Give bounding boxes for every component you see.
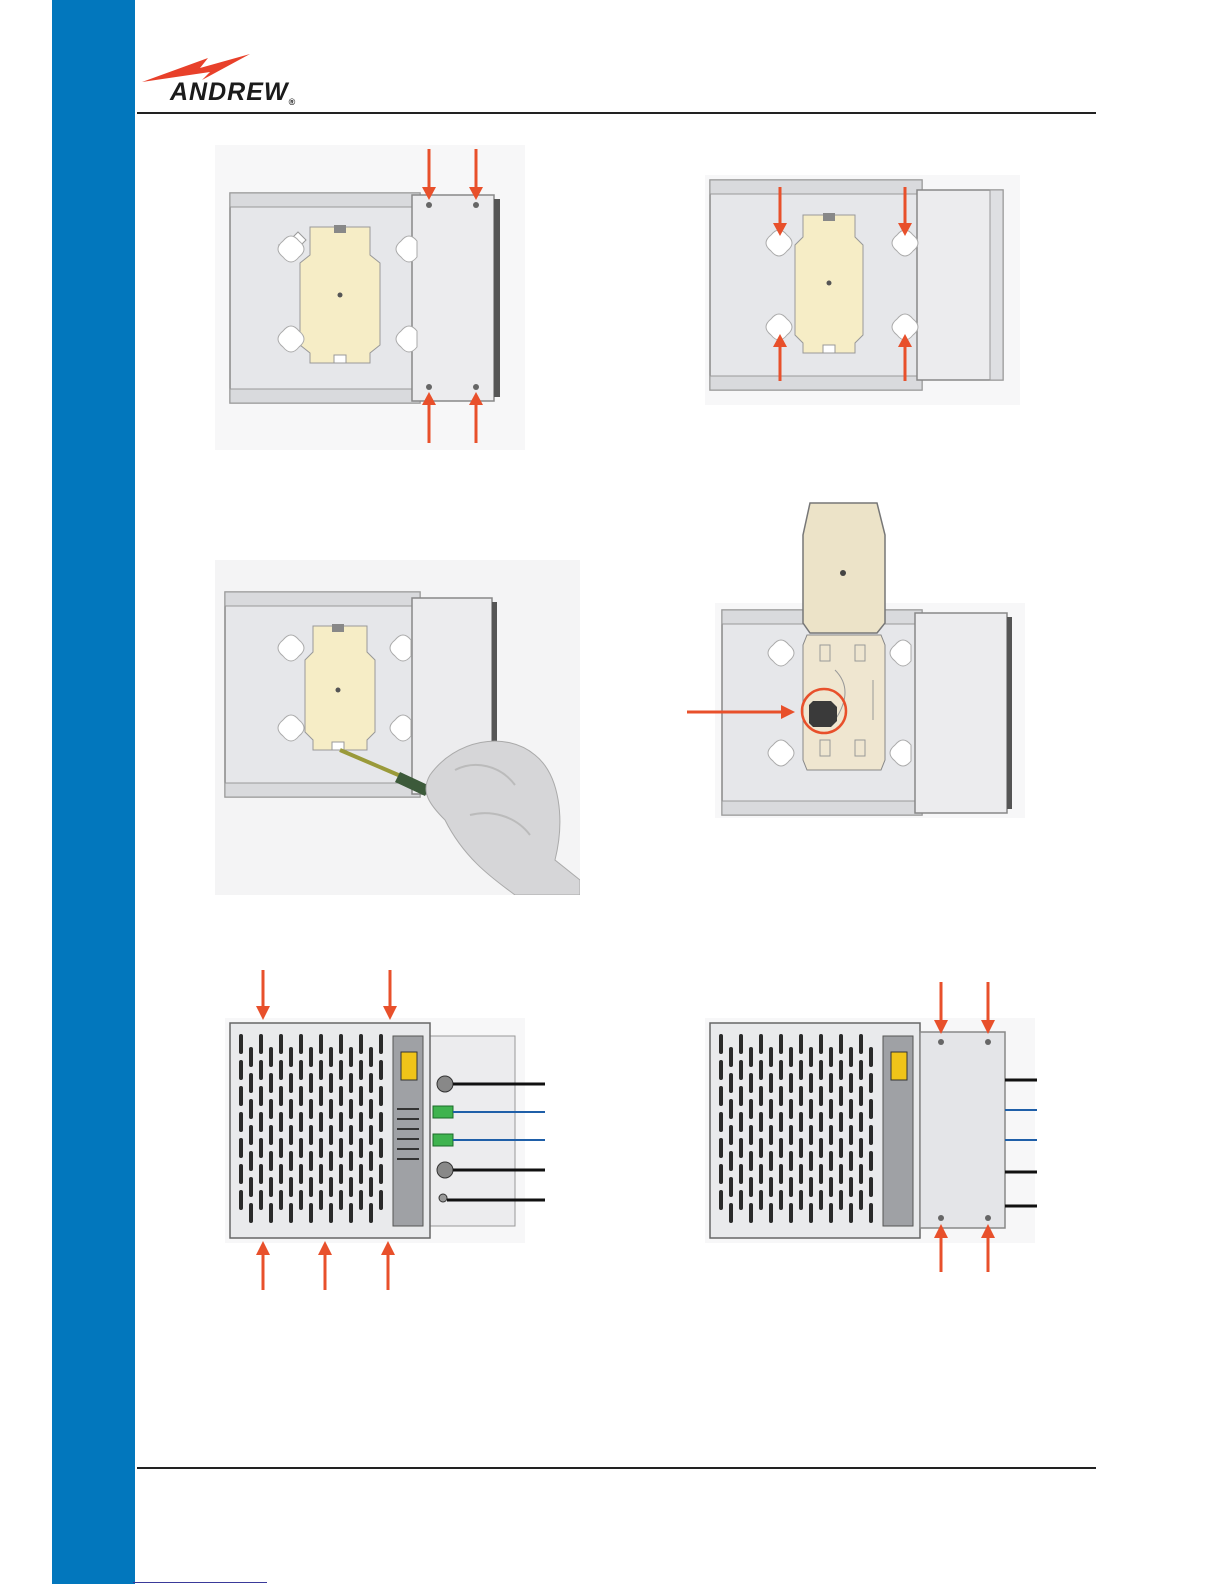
figure-step-4 xyxy=(685,495,1035,820)
logo-registered-mark: ® xyxy=(289,97,297,107)
figure-step-3 xyxy=(215,560,580,895)
footer-rule xyxy=(137,1467,1096,1469)
logo-word: ANDREW xyxy=(170,78,289,106)
logo-text: ANDREW® xyxy=(170,78,296,107)
blue-sidebar xyxy=(52,0,135,1584)
figure-step-6 xyxy=(705,980,1045,1280)
header-rule xyxy=(137,112,1096,114)
footer-link-underline xyxy=(133,1582,267,1583)
figure-step-5 xyxy=(225,968,555,1293)
figure-step-1 xyxy=(215,145,525,450)
figure-step-2 xyxy=(705,175,1020,405)
